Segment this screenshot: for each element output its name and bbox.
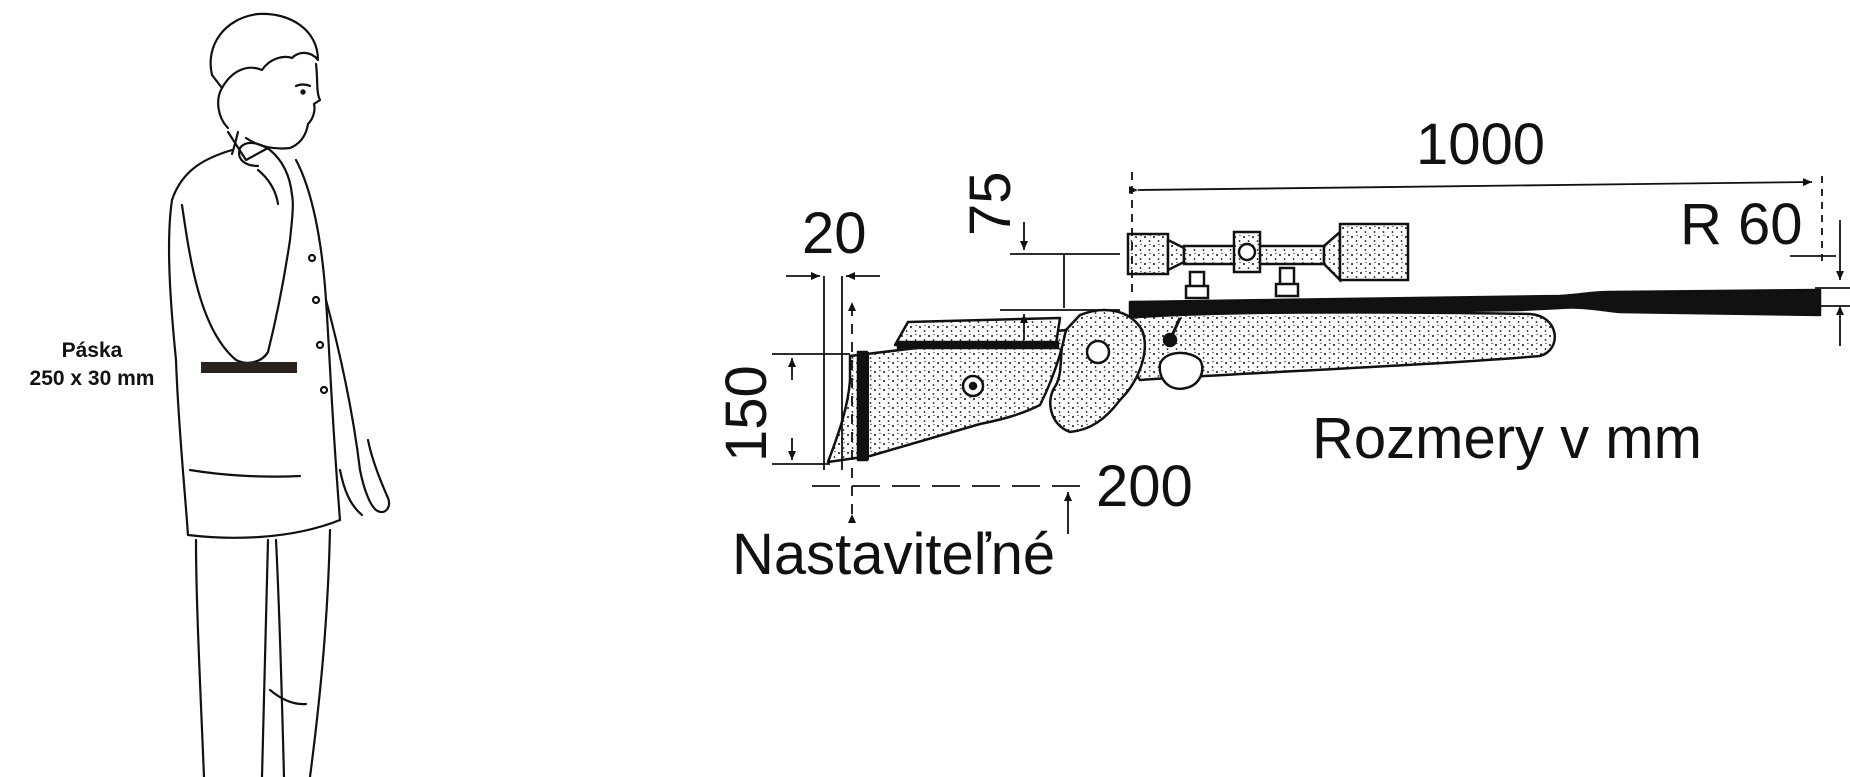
rifle-stock [826, 328, 1068, 464]
rifle-scope [1126, 222, 1410, 300]
rifle-grip [1049, 308, 1146, 434]
dim-1000-line [1128, 178, 1813, 195]
dim-length-label: 1000 [1416, 112, 1546, 177]
strap-bar [201, 362, 297, 373]
dim-scope-height-label: 75 [958, 171, 1023, 236]
dim-stock-depth-label: 150 [714, 365, 779, 462]
strap-title: Páska [61, 339, 123, 362]
rifle [826, 288, 1822, 464]
butt-plate [856, 350, 869, 462]
trigger-guard [1158, 351, 1204, 391]
dim-radius-label: R 60 [1680, 192, 1803, 257]
strap-label: Páska 250 x 30 mm [12, 337, 172, 394]
dimension-lines [772, 172, 1850, 534]
shooter-figure [167, 12, 391, 777]
rifle-barrel [1128, 288, 1822, 318]
rifle-forend [1098, 311, 1556, 382]
strap-size: 250 x 30 mm [29, 367, 155, 391]
units-label: Rozmery v mm [1312, 406, 1702, 471]
adjustable-label: Nastaviteľné [732, 522, 1056, 587]
dim-adjust-range-label: 200 [1096, 454, 1193, 519]
dim-buttplate-width-label: 20 [802, 201, 867, 266]
